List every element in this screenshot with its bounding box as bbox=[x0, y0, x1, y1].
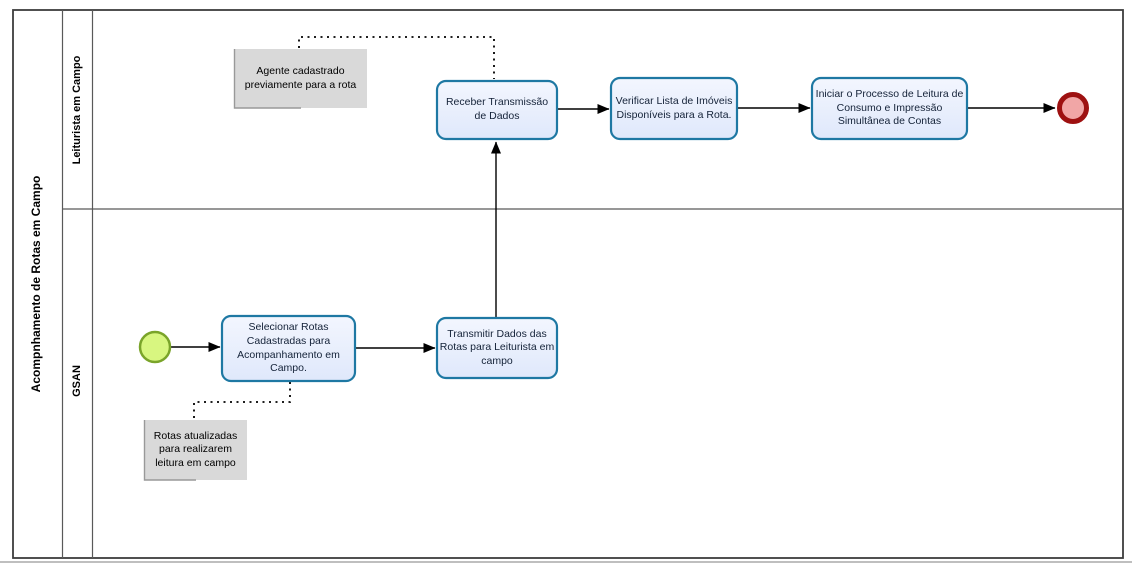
association-selecionar-to-rotas bbox=[193, 382, 291, 419]
annotation-rotas-box[interactable] bbox=[144, 420, 247, 480]
task-receber-transmissao[interactable]: Receber Transmissão de Dados bbox=[435, 79, 559, 141]
task-verificar-shape[interactable] bbox=[609, 76, 739, 141]
annotation-rotas-bracket bbox=[143, 420, 196, 481]
task-iniciar-processo[interactable]: Iniciar o Processo de Leitura de Consumo… bbox=[810, 76, 969, 141]
task-selecionar-shape[interactable] bbox=[220, 314, 357, 383]
end-event-ring bbox=[1057, 92, 1089, 124]
annotation-agente-cadastrado[interactable]: Agente cadastrado previamente para a rot… bbox=[233, 49, 367, 109]
task-transmitir-dados[interactable]: Transmitir Dados das Rotas para Leituris… bbox=[435, 316, 559, 380]
annotation-agente-label: Agente cadastrado previamente para a rot… bbox=[244, 64, 357, 91]
start-event-ring bbox=[138, 330, 172, 364]
pool-title: Acompnhamento de Rotas em Campo bbox=[29, 176, 43, 393]
task-iniciar-shape[interactable] bbox=[810, 76, 969, 141]
task-iniciar-label: Iniciar o Processo de Leitura de Consumo… bbox=[815, 88, 964, 128]
task-transmitir-shape[interactable] bbox=[435, 316, 559, 380]
lane-label-leiturista-em-campo: Leiturista em Campo bbox=[71, 55, 83, 164]
task-transmitir-label: Transmitir Dados das Rotas para Leituris… bbox=[439, 327, 555, 367]
task-verificar-label: Verificar Lista de Imóveis Disponíveis p… bbox=[615, 94, 733, 121]
end-event[interactable] bbox=[1059, 94, 1087, 122]
task-receber-shape[interactable] bbox=[435, 79, 559, 141]
task-receber-label: Receber Transmissão de Dados bbox=[445, 96, 549, 122]
lane-label-gsan: GSAN bbox=[71, 365, 83, 397]
annotation-rotas-atualizadas[interactable]: Rotas atualizadas para realizarem leitur… bbox=[143, 420, 247, 481]
task-selecionar-label: Selecionar Rotas Cadastradas para Acompa… bbox=[237, 321, 340, 375]
start-event[interactable] bbox=[140, 332, 170, 362]
annotation-agente-box[interactable] bbox=[234, 49, 367, 108]
annotation-rotas-label: Rotas atualizadas para realizarem leitur… bbox=[153, 429, 238, 469]
annotation-agente-bracket bbox=[233, 49, 301, 109]
task-verificar-lista[interactable]: Verificar Lista de Imóveis Disponíveis p… bbox=[609, 76, 739, 141]
task-selecionar-rotas[interactable]: Selecionar Rotas Cadastradas para Acompa… bbox=[220, 314, 357, 383]
